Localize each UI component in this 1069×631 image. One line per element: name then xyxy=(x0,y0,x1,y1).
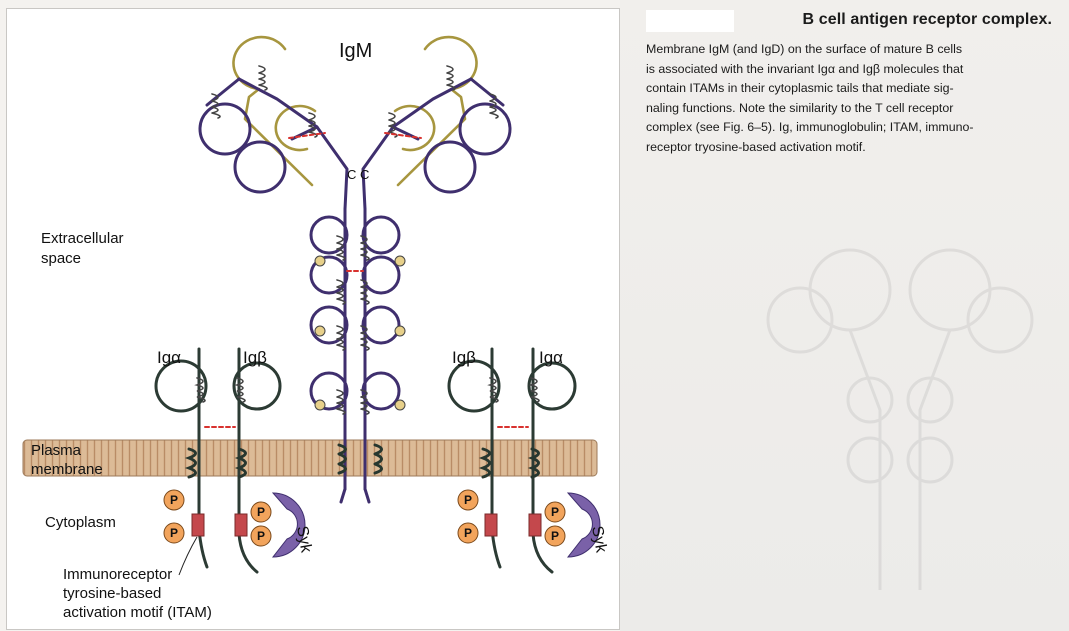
ig-alpha-left-label: Igα xyxy=(157,348,181,367)
bleed-through-ghost-diagram xyxy=(620,170,1069,631)
phospho-label: P xyxy=(464,526,472,540)
phospho-label: P xyxy=(257,505,265,519)
bcr-complex-diagram: Syk Syk P P P P P P P P IgM C C Extracel… xyxy=(7,9,619,629)
syk-kinase-left: Syk xyxy=(273,493,315,557)
phospho-label: P xyxy=(170,526,178,540)
phospho-label: P xyxy=(170,493,178,507)
plasma-membrane-label-line1: Plasma xyxy=(31,442,82,459)
ig-beta-right-label: Igβ xyxy=(452,348,476,367)
ig-alpha-right-label: Igα xyxy=(539,348,563,367)
cytoplasm-label: Cytoplasm xyxy=(45,514,116,531)
phospho-label: P xyxy=(551,529,559,543)
itam-label-line1: Immunoreceptor xyxy=(63,566,172,583)
caption-line: receptor tryosine-based activation motif… xyxy=(646,138,1056,158)
igm-label: IgM xyxy=(339,40,372,62)
phospho-label: P xyxy=(464,493,472,507)
caption-line: complex (see Fig. 6–5). Ig, immunoglobul… xyxy=(646,118,1056,138)
caption-line: is associated with the invariant Igα and… xyxy=(646,60,1056,80)
phospho-label: P xyxy=(257,529,265,543)
extracellular-label-line2: space xyxy=(41,250,81,267)
caption-body: Membrane IgM (and IgD) on the surface of… xyxy=(646,40,1056,157)
igm-receptor xyxy=(200,37,510,502)
caption-header-strip xyxy=(646,10,734,32)
phosphate-labels: P P P P P P P P xyxy=(170,493,559,543)
itam-label-line3: activation motif (ITAM) xyxy=(63,604,212,621)
plasma-membrane-label-line2: membrane xyxy=(31,461,103,478)
syk-kinase-right: Syk xyxy=(568,493,610,557)
caption-line: contain ITAMs in their cytoplasmic tails… xyxy=(646,79,1056,99)
itam-pointer-line xyxy=(179,537,197,575)
caption-line: naling functions. Note the similarity to… xyxy=(646,99,1056,119)
caption-line: Membrane IgM (and IgD) on the surface of… xyxy=(646,40,1056,60)
igm-disulfide-bonds xyxy=(289,133,421,271)
glycan-knobs xyxy=(315,256,405,410)
phospho-label: P xyxy=(551,505,559,519)
cysteine-label: C C xyxy=(347,167,369,182)
figure-panel: Syk Syk P P P P P P P P IgM C C Extracel… xyxy=(6,8,620,630)
ig-beta-left-label: Igβ xyxy=(243,348,267,367)
syk-label: Syk xyxy=(293,525,315,555)
itam-motifs xyxy=(192,514,541,536)
itam-label-line2: tyrosine-based xyxy=(63,585,161,602)
caption-title: B cell antigen receptor complex. xyxy=(803,11,1053,29)
syk-label: Syk xyxy=(588,525,610,555)
figure-caption: B cell antigen receptor complex. Membran… xyxy=(646,8,1056,157)
plasma-membrane xyxy=(23,440,597,476)
igm-heavy-chains xyxy=(200,79,510,502)
extracellular-label-line1: Extracellular xyxy=(41,230,124,247)
phosphate-groups xyxy=(164,490,565,546)
